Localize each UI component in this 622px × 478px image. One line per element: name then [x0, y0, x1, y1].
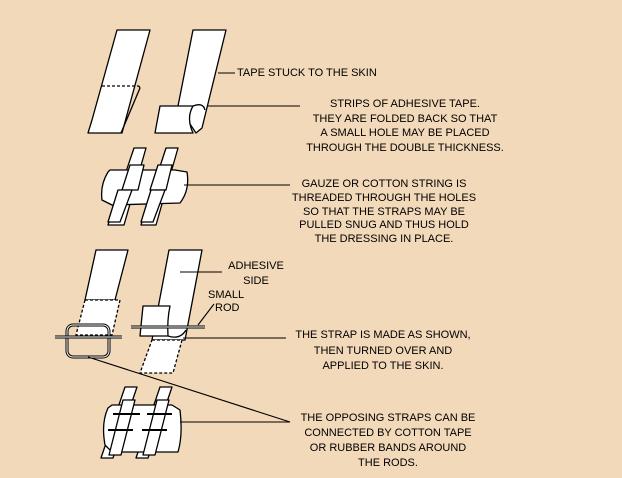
label-line: APPLIED TO THE SKIN.	[322, 360, 444, 372]
label-line: A SMALL HOLE MAY BE PLACED	[320, 127, 490, 139]
label-line: THE STRAP IS MADE AS SHOWN,	[295, 329, 471, 341]
strap-with-rod	[55, 249, 129, 359]
label-line: THREADED THROUGH THE HOLES	[291, 191, 477, 204]
label-line: CONNECTED BY COTTON TAPE	[304, 427, 472, 439]
label-strap-made: THE STRAP IS MADE AS SHOWN, THEN TURNED …	[295, 328, 470, 375]
leader-lines	[87, 72, 300, 423]
label-line: THE RODS.	[358, 457, 418, 469]
label-small-rod: SMALL ROD	[208, 289, 244, 315]
label-line: THEY ARE FOLDED BACK SO THAT	[312, 112, 498, 125]
label-line: ROD	[215, 302, 240, 314]
label-adhesive-side: ADHESIVE SIDE	[228, 259, 284, 288]
strap-adhesive-side	[131, 249, 205, 374]
connected-straps	[100, 386, 182, 459]
label-line: PULLED SNUG AND THUS HOLD	[299, 219, 469, 232]
label-line: SIDE	[243, 274, 269, 287]
label-line: THE OPPOSING STRAPS CAN BE	[300, 412, 476, 424]
label-line: OR RUBBER BANDS AROUND	[309, 442, 467, 454]
label-line: STRIPS OF ADHESIVE TAPE.	[330, 98, 480, 110]
label-line: THROUGH THE DOUBLE THICKNESS.	[306, 141, 504, 154]
label-line: GAUZE OR COTTON STRING IS	[301, 178, 467, 190]
tape-strip-folded	[154, 29, 227, 134]
label-line: THE DRESSING IN PLACE.	[314, 233, 454, 246]
label-opposing-straps: THE OPPOSING STRAPS CAN BE CONNECTED BY …	[301, 411, 476, 471]
label-line: TAPE STUCK TO THE SKIN	[237, 67, 377, 79]
label-gauze: GAUZE OR COTTON STRING IS THREADED THROU…	[292, 178, 476, 247]
label-line: ADHESIVE	[228, 260, 284, 272]
label-tape-stuck: TAPE STUCK TO THE SKIN	[237, 66, 377, 81]
label-line: SO THAT THE STRAPS MAY BE	[303, 205, 465, 218]
gauze-assembly	[100, 147, 189, 226]
label-line: THEN TURNED OVER AND	[313, 344, 453, 357]
tape-strip-flat	[87, 29, 151, 134]
label-adhesive-strips: STRIPS OF ADHESIVE TAPE. THEY ARE FOLDED…	[306, 97, 504, 155]
label-line: SMALL	[208, 289, 245, 301]
